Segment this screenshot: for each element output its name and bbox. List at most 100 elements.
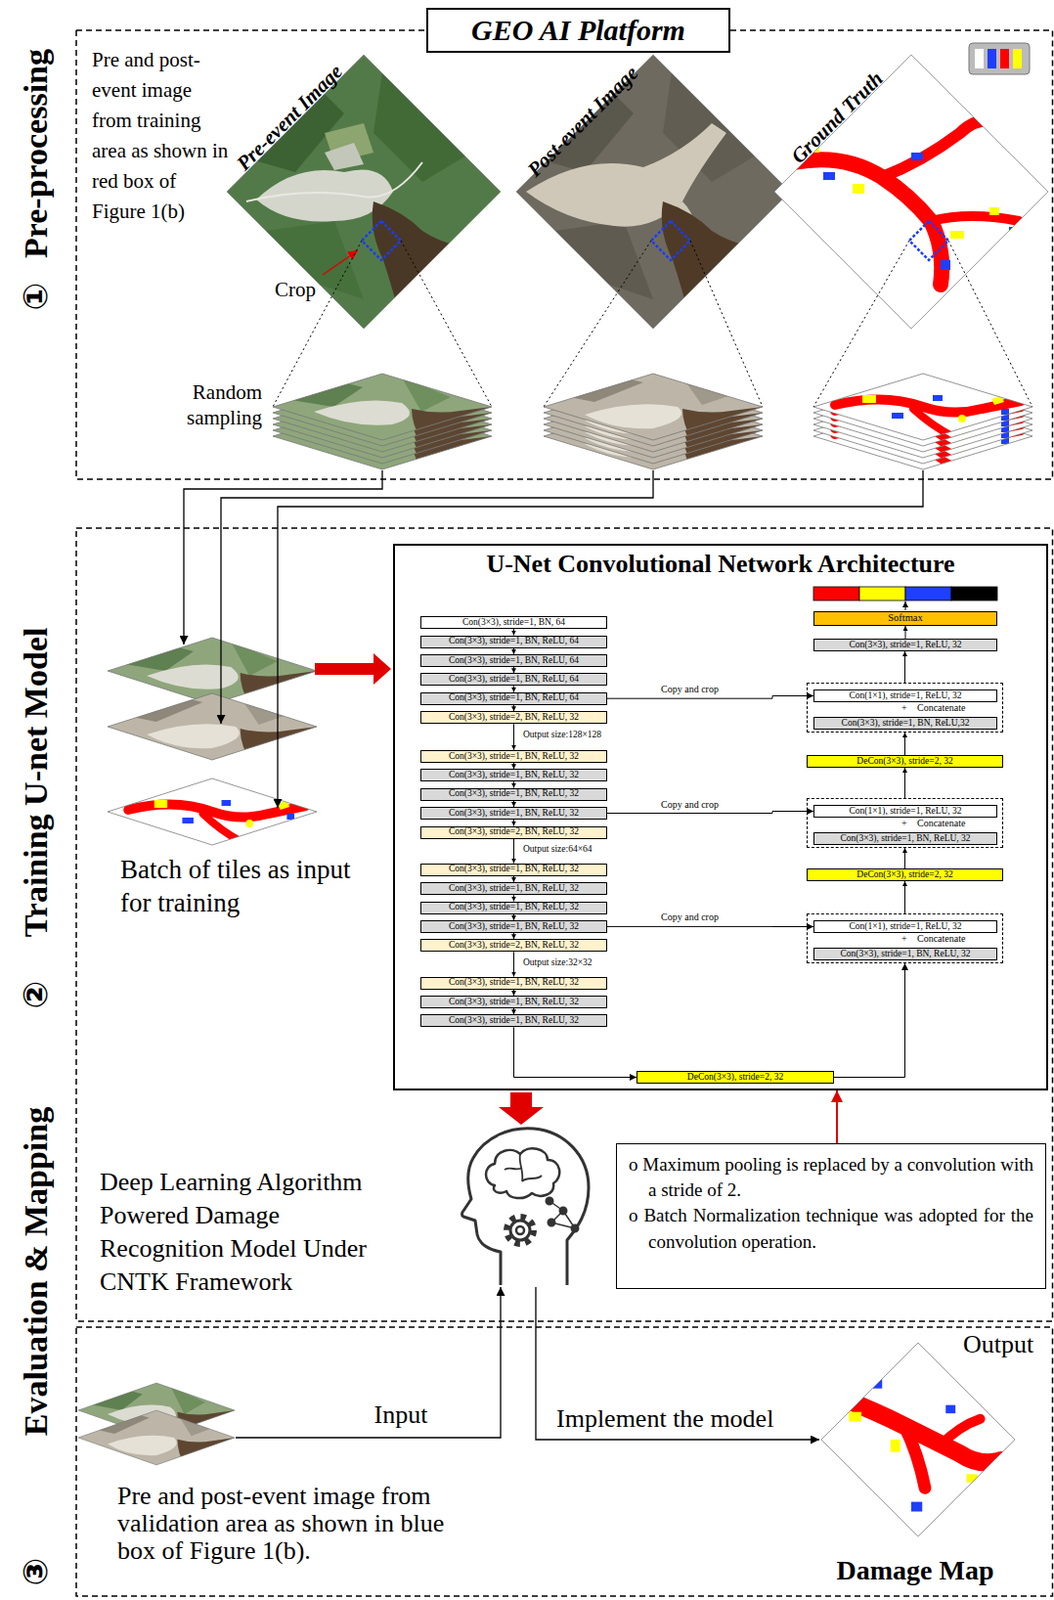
tile-stack-pre — [272, 373, 492, 470]
conv-layer-box: Con(3×3), stride=1, BN, ReLU, 32 — [420, 881, 608, 895]
batch-flow-line — [183, 470, 383, 645]
connector — [904, 880, 906, 914]
damage-map-image — [904, 1425, 925, 1489]
note-box-text: o Maximum pooling is replaced by a convo… — [628, 1151, 1034, 1203]
crop-window — [651, 220, 691, 261]
class-color-bar — [813, 586, 860, 601]
conv-layer-box-text: Con(3×3), stride=2, BN, ReLU, 32 — [448, 712, 579, 723]
pre-event-image — [226, 54, 501, 329]
conv-layer-box: Con(3×3), stride=1, BN, ReLU, 32 — [420, 863, 608, 877]
conv-layer-box: Con(3×3), stride=1, BN, ReLU, 32 — [420, 920, 608, 933]
conv-layer-box-text: Con(3×3), stride=1, BN, ReLU, 32 — [448, 864, 579, 875]
sampling-guide — [813, 240, 1033, 407]
caption-text: Batch of tiles as input for training — [120, 852, 355, 920]
sampling-guide — [272, 240, 492, 407]
conv-layer-box: Con(3×3), stride=1, BN, ReLU, 32 — [420, 995, 608, 1009]
brain-icon — [560, 1207, 567, 1214]
connector — [607, 811, 814, 814]
conv-layer-box-text: Con(3×3), stride=1, BN, ReLU, 32 — [448, 789, 579, 799]
section-frames — [76, 527, 1054, 1321]
tile-stack-ground-truth — [813, 373, 1033, 440]
conv-layer-box: Con(3×3), stride=1, BN, ReLU, 64 — [420, 635, 608, 649]
deconv-box-text: DeCon(3×3), stride=2, 32 — [856, 870, 953, 880]
ground-truth-image — [930, 216, 1019, 221]
section-title: Pre-processing — [16, 48, 55, 259]
sampling-guide — [543, 240, 763, 407]
ground-truth-image — [989, 207, 1000, 216]
skip-merge-group-text: + — [901, 933, 908, 944]
class-color-bar — [905, 586, 952, 601]
edge-label: Copy and crop — [658, 799, 721, 810]
validation-tiles — [78, 1382, 235, 1465]
ground-truth-legend-icon — [974, 48, 984, 69]
brain-icon — [510, 1220, 530, 1240]
post-event-image — [555, 220, 654, 300]
conv-layer-box-text: Con(3×3), stride=1, BN, ReLU, 64 — [448, 674, 579, 685]
connector — [513, 838, 515, 864]
brain-icon — [462, 1128, 590, 1285]
brain-icon — [462, 1128, 590, 1285]
tile-stack-post — [543, 373, 763, 440]
conv-layer-box-text: Con(3×3), stride=1, BN, ReLU, 32 — [448, 770, 579, 781]
skip-merge-group: +ConcatenateCon(1×1), stride=1, ReLU, 32… — [806, 682, 1004, 733]
crop-window — [361, 220, 401, 261]
caption-text: Pre and post-event image from validation… — [117, 1482, 470, 1565]
ground-truth-image — [823, 172, 835, 180]
section-number: ② — [16, 980, 55, 1010]
architecture-panel: U-Net Convolutional Network Architecture… — [393, 543, 1049, 1091]
pre-event-image — [226, 54, 501, 329]
conv-layer-box: Con(3×3), stride=2, BN, ReLU, 32 — [420, 710, 608, 724]
conv-layer-box: Con(3×3), stride=1, BN, ReLU, 32 — [420, 749, 608, 763]
annotation: Crop — [274, 277, 316, 302]
connector — [514, 1026, 638, 1077]
conv-layer-box: Con(3×3), stride=1, BN, ReLU, 32 — [813, 832, 998, 845]
conv-layer-box-text: Con(3×3), stride=1, BN, ReLU, 32 — [448, 1015, 579, 1026]
ground-truth-image — [911, 152, 923, 161]
batch-flow-line — [220, 470, 654, 724]
brain-icon — [485, 1147, 560, 1198]
conv-layer-box: Con(3×3), stride=1, BN, ReLU, 32 — [420, 976, 608, 990]
conv-layer-box: Con(1×1), stride=1, ReLU, 32 — [813, 804, 998, 818]
conv-layer-box-text: Con(3×3), stride=2, BN, ReLU, 32 — [448, 827, 579, 837]
conv-layer-box-text: Con(3×3), stride=1, BN, ReLU, 32 — [448, 977, 579, 988]
evaluation-flow-line — [235, 1286, 501, 1438]
annotation: Random sampling — [146, 379, 263, 431]
conv-layer-box-text: Con(3×3), stride=1, BN, ReLU, 32 — [448, 902, 579, 913]
title-box-text: GEO AI Platform — [471, 15, 686, 45]
edge-label: Copy and crop — [658, 912, 721, 923]
pre-event-image — [373, 64, 472, 182]
brain-icon — [516, 1226, 525, 1234]
conv-layer-box: Con(3×3), stride=1, BN, ReLU, 64 — [420, 654, 608, 667]
conv-layer-box-text: Con(3×3), stride=1, BN, ReLU, 32 — [839, 949, 970, 960]
section-number: ① — [16, 282, 55, 311]
conv-layer-box: Con(3×3), stride=1, BN, ReLU, 32 — [420, 901, 608, 915]
brain-icon — [571, 1225, 578, 1231]
connector — [834, 963, 906, 1078]
crop-window — [909, 220, 949, 261]
pre-event-image — [246, 162, 423, 202]
crop-pointer — [322, 250, 358, 275]
tile-stack-ground-truth — [813, 373, 1033, 470]
post-event-image — [661, 201, 791, 329]
conv-layer-box: Con(3×3), stride=1, BN, ReLU, 64 — [420, 692, 608, 705]
ground-truth-legend-icon — [968, 43, 1030, 75]
red-flow-arrow — [314, 653, 392, 685]
conv-layer-box: Con(3×3), stride=1, BN, 64 — [420, 615, 608, 629]
connector — [513, 951, 515, 976]
damage-map-image — [821, 1342, 1015, 1537]
brain-icon — [549, 1200, 575, 1229]
class-color-bar — [951, 586, 998, 601]
damage-map-image — [890, 1439, 901, 1452]
ground-truth-image — [852, 183, 865, 194]
training-tiles — [107, 693, 317, 760]
conv-layer-box-text: Con(3×3), stride=1, BN, 64 — [462, 617, 566, 628]
ground-truth-image — [881, 120, 1010, 177]
softmax-box: Softmax — [813, 611, 998, 626]
conv-layer-box-text: Con(3×3), stride=1, BN, ReLU, 32 — [448, 883, 579, 894]
conv-layer-box-text: Con(3×3), stride=1, BN, ReLU, 32 — [448, 751, 579, 762]
connector — [904, 767, 906, 798]
flow-label: Input — [374, 1400, 429, 1430]
evaluation-flow-line — [535, 1286, 820, 1440]
skip-merge-group-text: Concatenate — [917, 818, 966, 829]
pre-event-image — [226, 54, 501, 329]
